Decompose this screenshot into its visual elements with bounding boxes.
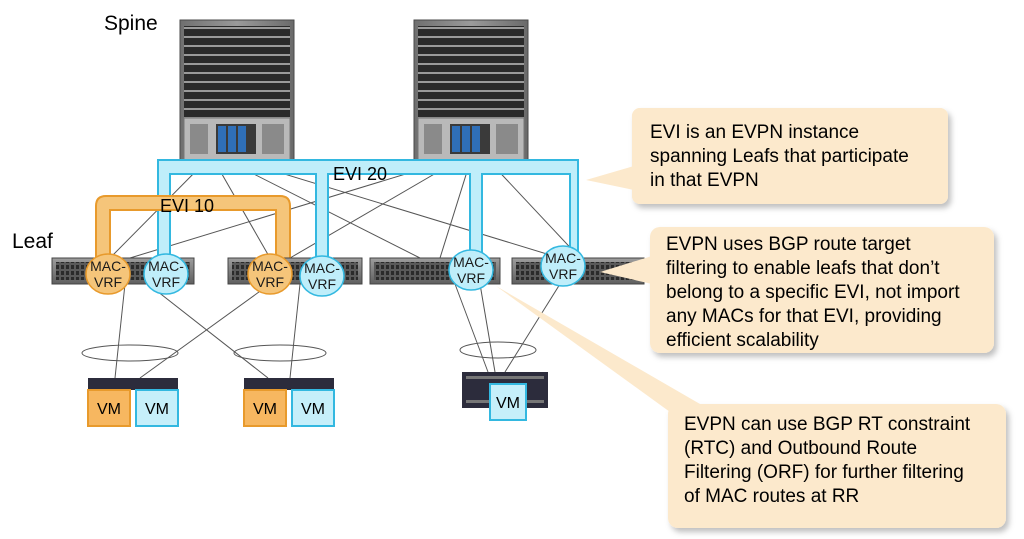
mac-vrf-label: MAC- (545, 250, 581, 266)
callout-1-text: EVI is an EVPN instance spanning Leafs th… (650, 122, 909, 191)
host-2: VM VM (243, 378, 335, 427)
leaf-host-links (114, 283, 561, 379)
mac-vrf-label: VRF (152, 274, 180, 290)
mac-vrf-label: VRF (308, 276, 336, 292)
mac-vrf-label: VRF (549, 266, 577, 282)
mac-vrf-2: MAC-VRF (143, 253, 189, 295)
spine-leaf-links (109, 161, 581, 259)
callout-line: spanning Leafs that participate (650, 146, 909, 167)
spine-label: Spine (104, 12, 158, 35)
vm-label: VM (145, 401, 169, 418)
mac-vrf-label: VRF (457, 270, 485, 286)
callout-line: efficient scalability (666, 330, 819, 351)
callout-line: any MACs for that EVI, providing (666, 306, 942, 327)
callout-2-body (650, 227, 994, 353)
callout-line: EVI is an EVPN instance (650, 122, 859, 143)
vm-label: VM (301, 401, 325, 418)
callout-line: belong to a specific EVI, not import (666, 282, 960, 303)
callout-line: of MAC routes at RR (684, 486, 859, 507)
callout-line: (RTC) and Outbound Route (684, 438, 917, 459)
callout-3-pointer (496, 286, 700, 412)
callout-2-pointer (600, 256, 652, 284)
callout-line: Filtering (ORF) for further filtering (684, 462, 964, 483)
vm-label: VM (253, 401, 277, 418)
evi-10-label: EVI 10 (160, 196, 214, 216)
callout-line: EVPN uses BGP route target (666, 234, 911, 255)
mac-vrf-label: MAC- (148, 258, 184, 274)
callout-line: in that EVPN (650, 170, 759, 191)
mac-vrf-label: VRF (256, 274, 284, 290)
spine-switch-1 (179, 19, 295, 163)
mac-vrf-label: MAC- (90, 258, 126, 274)
callout-2-text: EVPN uses BGP route target filtering to e… (666, 234, 960, 351)
evi-20-label: EVI 20 (333, 164, 387, 184)
callout-1-inner (632, 108, 948, 204)
callout-line: filtering to enable leafs that don’t (666, 258, 940, 279)
vm-label: VM (496, 395, 520, 412)
vm-label: VM (97, 401, 121, 418)
leaf-label: Leaf (12, 230, 53, 253)
host-1: VM VM (87, 378, 179, 427)
mac-vrf-label: MAC- (252, 258, 288, 274)
callout-3-text: EVPN can use BGP RT constraint (RTC) and … (684, 414, 971, 507)
host-3: VM (462, 372, 548, 421)
mac-vrf-3: MAC-VRF (247, 253, 293, 295)
spine-switch-2 (413, 19, 529, 163)
mac-vrf-4: MAC-VRF (299, 255, 345, 297)
mac-vrf-label: MAC- (304, 260, 340, 276)
callout-1-pointer (586, 166, 634, 190)
callout-3-body (668, 404, 1006, 528)
callout-line: EVPN can use BGP RT constraint (684, 414, 971, 435)
mac-vrf-label: VRF (94, 274, 122, 290)
mac-vrf-label: MAC- (453, 254, 489, 270)
mac-vrf-5: MAC-VRF (448, 249, 494, 291)
lag-ellipses (81, 341, 537, 362)
mac-vrf-1: MAC-VRF (85, 253, 131, 295)
mac-vrf-6: MAC-VRF (540, 245, 586, 287)
